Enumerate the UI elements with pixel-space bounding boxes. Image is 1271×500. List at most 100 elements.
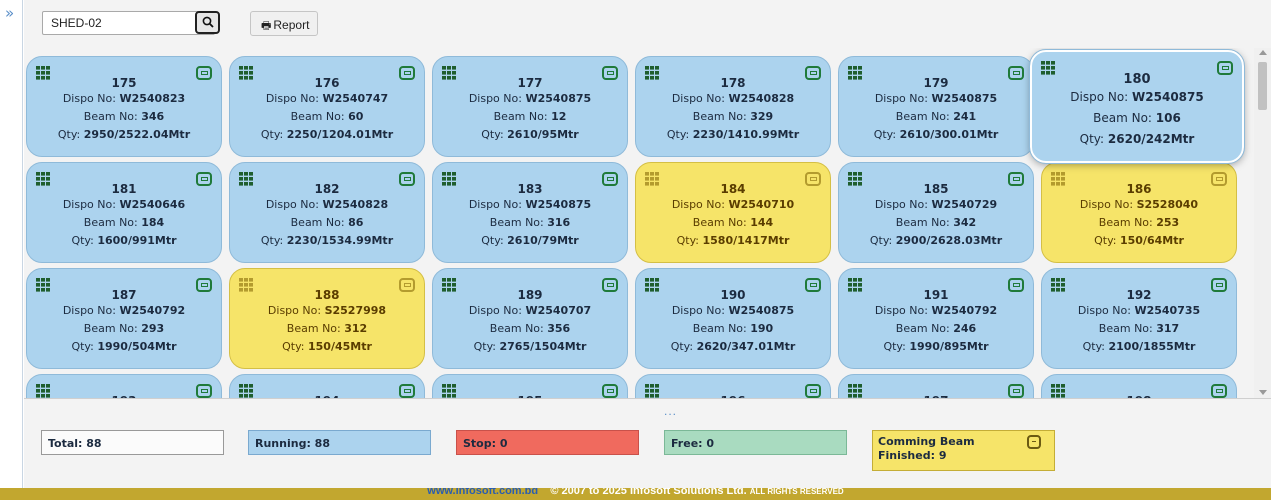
footer-rights: ALL RIGHTS RESERVED <box>749 488 844 496</box>
dispo-value: W2540875 <box>1132 90 1204 104</box>
sidebar-toggle[interactable]: » <box>0 0 23 488</box>
qty-label: Qty: <box>1094 234 1120 247</box>
qty-label: Qty: <box>666 128 693 141</box>
dispo-value: W2540747 <box>322 92 389 105</box>
loom-number: 181 <box>111 182 137 196</box>
beam-icon[interactable] <box>805 278 821 292</box>
dispo-value: W2540792 <box>931 304 998 317</box>
beam-icon[interactable] <box>1008 384 1024 398</box>
beam-icon[interactable] <box>399 66 415 80</box>
beam-icon[interactable] <box>399 278 415 292</box>
beam-icon[interactable] <box>602 278 618 292</box>
loom-number: 191 <box>923 288 949 302</box>
shed-select[interactable]: SHED-02 ⌄ <box>42 11 215 35</box>
grid-scrollbar[interactable] <box>1254 48 1271 398</box>
beam-icon[interactable] <box>602 384 618 398</box>
beam-icon[interactable] <box>1211 172 1227 186</box>
beam-icon[interactable] <box>805 384 821 398</box>
beam-icon[interactable] <box>602 172 618 186</box>
legend-total: Total: 88 <box>41 430 224 455</box>
legend-coming-beam[interactable]: Comming Beam Finished: 9 <box>872 430 1055 471</box>
dispo-line: Dispo No: W2540828 <box>636 90 830 108</box>
loom-number: 184 <box>720 182 746 196</box>
loom-number: 189 <box>517 288 543 302</box>
scroll-down-arrow-icon[interactable] <box>1259 390 1267 395</box>
qty-value: 2610/79Mtr <box>507 234 579 247</box>
beam-label: Beam No: <box>1093 111 1156 125</box>
beam-icon[interactable] <box>1008 172 1024 186</box>
loom-card[interactable]: 196 <box>635 374 831 398</box>
beam-value: 60 <box>348 110 364 123</box>
beam-label: Beam No: <box>895 110 954 123</box>
loom-card[interactable]: 195 <box>432 374 628 398</box>
footer-link[interactable]: www.infosoft.com.bd <box>427 488 539 497</box>
legend-running[interactable]: Running: 88 <box>248 430 431 455</box>
beam-value: 316 <box>547 216 571 229</box>
pager-dots[interactable]: ... <box>664 404 678 418</box>
grid-icon <box>848 172 862 186</box>
expand-icon[interactable]: » <box>5 4 15 22</box>
legend-stop[interactable]: Stop: 0 <box>456 430 639 455</box>
loom-card[interactable]: 194 <box>229 374 425 398</box>
qty-line: Qty: 1600/991Mtr <box>27 232 221 250</box>
beam-icon[interactable] <box>399 172 415 186</box>
beam-icon[interactable] <box>1217 61 1233 75</box>
loom-number: 186 <box>1126 182 1152 196</box>
legend-free[interactable]: Free: 0 <box>664 430 847 455</box>
qty-line: Qty: 1990/895Mtr <box>839 338 1033 356</box>
loom-card[interactable]: 193 <box>26 374 222 398</box>
loom-number: 194 <box>230 394 424 398</box>
loom-card[interactable]: 198 <box>1041 374 1237 398</box>
report-button-label: Report <box>273 18 310 32</box>
beam-line: Beam No: 317 <box>1042 320 1236 338</box>
grid-icon <box>36 66 50 80</box>
beam-icon[interactable] <box>196 278 212 292</box>
qty-label: Qty: <box>676 234 703 247</box>
beam-icon[interactable] <box>1008 278 1024 292</box>
beam-icon[interactable] <box>1211 384 1227 398</box>
beam-icon[interactable] <box>805 172 821 186</box>
scroll-thumb[interactable] <box>1258 62 1267 110</box>
loom-number: 196 <box>636 394 830 398</box>
qty-line: Qty: 2765/1504Mtr <box>433 338 627 356</box>
dispo-line: Dispo No: W2540729 <box>839 196 1033 214</box>
scroll-up-arrow-icon[interactable] <box>1259 50 1267 55</box>
loom-card[interactable]: 197 <box>838 374 1034 398</box>
dispo-line: Dispo No: W2540828 <box>230 196 424 214</box>
report-button[interactable]: 🖶Report <box>250 11 318 36</box>
beam-value: 253 <box>1156 216 1180 229</box>
beam-icon[interactable] <box>399 384 415 398</box>
beam-icon[interactable] <box>1008 66 1024 80</box>
beam-icon[interactable] <box>196 172 212 186</box>
dispo-line: Dispo No: W2540875 <box>1032 87 1242 108</box>
beam-icon[interactable] <box>602 66 618 80</box>
loom-number: 175 <box>111 76 137 90</box>
qty-value: 150/64Mtr <box>1119 234 1184 247</box>
beam-icon[interactable] <box>1211 278 1227 292</box>
qty-label: Qty: <box>282 340 308 353</box>
beam-icon[interactable] <box>805 66 821 80</box>
qty-label: Qty: <box>670 340 697 353</box>
search-button[interactable] <box>195 11 220 34</box>
beam-icon[interactable] <box>196 66 212 80</box>
beam-icon[interactable] <box>196 384 212 398</box>
dispo-line: Dispo No: W2540710 <box>636 196 830 214</box>
